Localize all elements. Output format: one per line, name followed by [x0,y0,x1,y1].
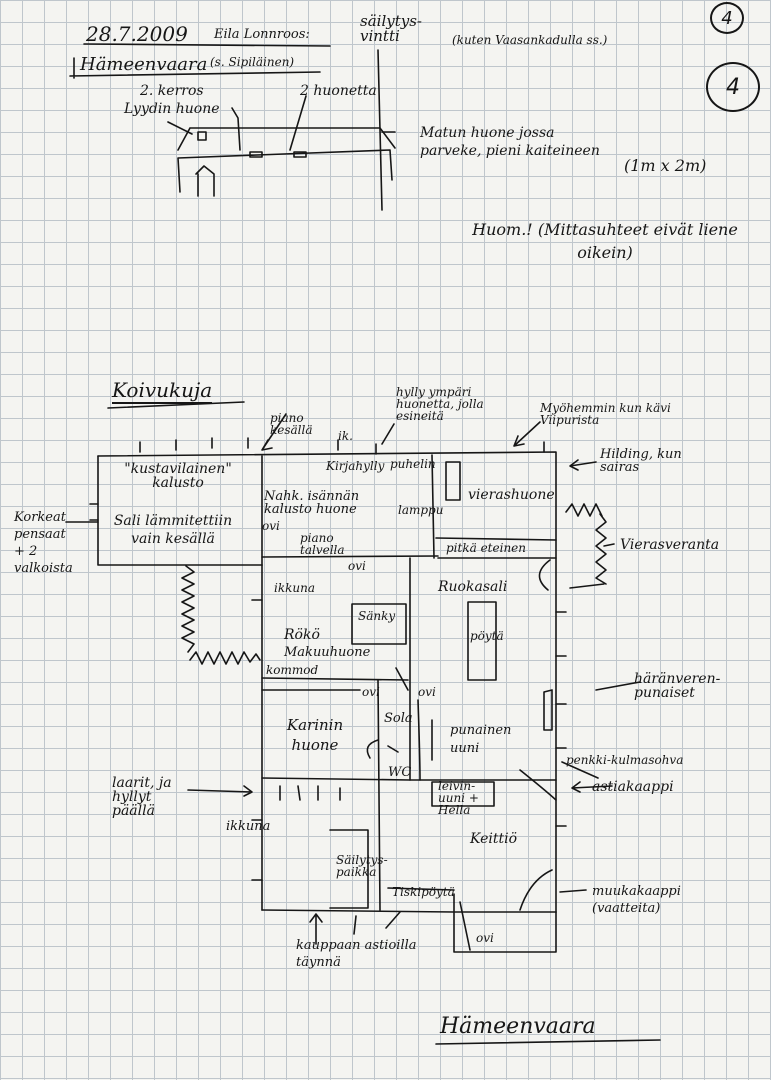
dimensions-label: (1m x 2m) [624,156,707,175]
door-label-5: ovi [476,931,494,945]
kustavilainen-label: "kustavilainen" kalusto [124,461,232,491]
lamp-label: lamppu [398,503,444,517]
dining-label: Ruokasali [438,579,508,595]
page-number-small: 4 [710,2,744,34]
phone-label: puhelin [390,457,436,471]
dish-cabinet-label: astiakaappi [592,779,674,795]
commode-label: kommod [266,663,319,677]
clothes-cabinet-label: muukakaappi (vaatteita) [592,884,681,916]
two-rooms-label: 2 huonetta [300,83,377,99]
housemaster-label: Nahk. isännän kalusto huone [264,489,360,517]
street-label: Koivukuja [112,378,213,404]
pantry-label: Säilytys-paikka [336,853,388,879]
floor-plan [65,413,641,953]
sink-label: Tiskipöytä [392,885,455,899]
ljydin-room-label: Lyydin huone [124,101,220,117]
door-label-3: ovi [362,685,380,699]
wc-label: WC [388,765,412,780]
drawers-label: laarit, ja hyllyt päällä [112,775,172,819]
maids-room-label: Matun huone jossa parveke, pieni kaitein… [420,125,600,160]
place-note: (s. Sipiläinen) [210,55,295,69]
bed-label: Sänky [358,609,396,623]
viipuri-label: Myöhemmin kun kävi Viipurista [540,401,671,427]
roko-label: Rökö [284,627,320,643]
door-label-4: ovi [418,685,436,699]
guest-veranda-label: Vierasveranta [620,537,720,553]
kitchen-label: Keittiö [470,831,518,847]
window-label-2: ikkuna [226,819,271,834]
ikk-label: ik. [338,429,353,443]
bookshelf-label: Kirjahylly [326,459,385,473]
bottom-title: Hämeenvaara [440,1014,596,1039]
sola-label: Sola [384,711,413,726]
long-hall-label: pitkä eteinen [446,541,527,555]
red-oven-label: punainen uuni [450,723,512,757]
hilding-label: Hilding, kun sairas [600,447,682,475]
guest-room-label: vierashuone [468,487,555,503]
karin-room-label: Karinin huone [286,716,344,754]
red-currants-label: häränveren-punaiset [634,671,721,701]
window-label-1: ikkuna [274,581,315,595]
piano-summer-label: piano kesällä [270,411,313,437]
second-floor-label: 2. kerros [140,83,204,99]
shelves-label: hylly ympäri huonetta, jolla esineitä [396,385,484,423]
date: 28.7.2009 [86,22,188,46]
proportions-note: Huom.! (Mittasuhteet eivät liene oikein) [472,220,738,263]
corner-sofa-label: penkki-kulmasohva [566,753,684,767]
house-elevation [167,49,396,211]
storage-loft-note: (kuten Vaasankadulla ss.) [452,33,608,47]
bedroom-label: Makuuhuone [284,645,371,660]
place-title: Hämeenvaara [80,54,208,75]
page-number-large: 4 [706,62,760,112]
bushes-label: Korkeat pensaat + 2 valkoista [14,510,73,576]
sali-label: Sali lämmitettiin vain kesällä [113,513,233,548]
table-label: pöytä [470,629,504,643]
baking-oven-label: leivin-uuni + Hella [438,779,479,817]
door-label-2: ovi [262,519,280,533]
to-store-label: kauppaan astioilla täynnä [296,938,417,970]
narrator: Eila Lonnroos: [214,27,310,42]
piano-winter-label: piano talvella [300,531,345,557]
storage-loft: säilytys-vintti [360,12,422,45]
door-label-1: ovi [348,559,366,573]
